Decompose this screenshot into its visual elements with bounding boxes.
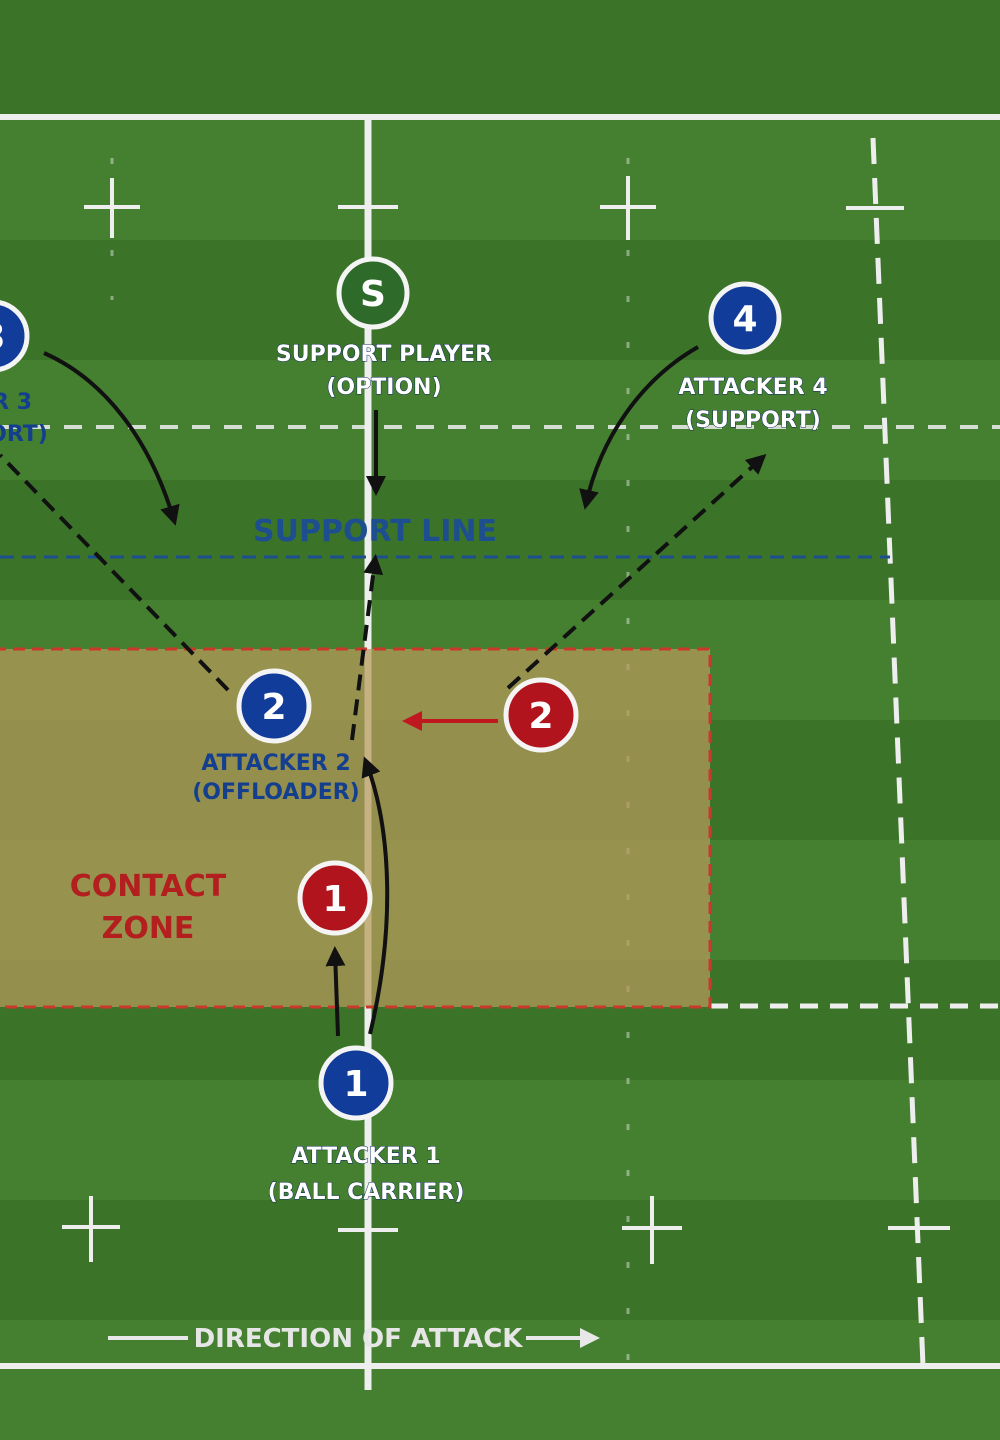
attacker3-label-line2: ORT) — [0, 422, 48, 447]
attacker3-glyph: 3 — [0, 317, 6, 358]
movement-arrows — [0, 345, 767, 1348]
player-attacker2[interactable]: 2 — [236, 668, 312, 744]
attacker2-label-line1: ATTACKER 2 — [201, 751, 350, 776]
cross-mark — [600, 176, 656, 240]
attacker2-label-line2: (OFFLOADER) — [192, 780, 359, 805]
attacker4-glyph: 4 — [732, 299, 757, 340]
attacker2-marker — [236, 668, 312, 744]
support-player-label-line1: SUPPORT PLAYER — [276, 342, 492, 367]
contact-zone-label-line2: ZONE — [102, 911, 195, 946]
cross-mark — [622, 1196, 682, 1264]
attacker1-glyph: 1 — [343, 1064, 368, 1105]
player-attacker3[interactable]: 3 — [0, 300, 30, 372]
arrow-defender2-to-attacker4 — [506, 453, 767, 690]
player-defender2[interactable]: 2 — [503, 677, 579, 753]
cross-mark — [62, 1196, 120, 1262]
player-attacker4[interactable]: 4 — [708, 281, 782, 355]
grass-stripe — [0, 1080, 1000, 1200]
player-support[interactable]: S — [336, 256, 410, 330]
attacker1-label-line1: ATTACKER 1 — [291, 1144, 440, 1169]
arrow-attacker1-run — [325, 946, 346, 1037]
support-player-glyph: S — [360, 274, 386, 315]
grass-stripe — [0, 360, 1000, 480]
right-dashed-sideline — [870, 137, 926, 1367]
player-attacker1[interactable]: 1 — [318, 1045, 394, 1121]
arrow-attacker2-to-attacker3 — [0, 453, 230, 692]
pitch-crosses — [62, 176, 950, 1264]
defender1-marker — [297, 860, 373, 936]
defender2-glyph: 2 — [528, 696, 553, 737]
defender1-glyph: 1 — [322, 879, 347, 920]
attacker4-label-line2: (SUPPORT) — [685, 408, 821, 433]
attacker4-label-line1: ATTACKER 4 — [678, 375, 827, 400]
direction-of-attack-label: DIRECTION OF ATTACK — [194, 1324, 524, 1354]
support-player-marker — [336, 256, 410, 330]
zone-labels: CONTACT ZONE SUPPORT LINE — [70, 514, 497, 946]
attacker3-marker — [0, 300, 30, 372]
contact-zone-label-line1: CONTACT — [70, 869, 227, 904]
arrow-attacker3-run — [43, 351, 180, 526]
arrow-attacker4-run — [579, 345, 699, 510]
attacker1-marker — [318, 1045, 394, 1121]
support-line-label: SUPPORT LINE — [253, 514, 497, 549]
player-labels: SUPPORT PLAYER (OPTION) ATTACKER 4 (SUPP… — [0, 342, 828, 1206]
arrow-attacker1-curve — [361, 756, 390, 1035]
defender2-marker — [503, 677, 579, 753]
player-defender1[interactable]: 1 — [297, 860, 373, 936]
attacker2-glyph: 2 — [261, 687, 286, 728]
cross-mark — [84, 178, 140, 238]
attacker3-label-line1: KER 3 — [0, 390, 32, 415]
attacker1-label-line2: (BALL CARRIER) — [268, 1180, 465, 1205]
grass-stripe — [0, 120, 1000, 240]
support-player-label-line2: (OPTION) — [326, 375, 441, 400]
attacker4-marker — [708, 281, 782, 355]
arrow-pass-to-support-line — [350, 554, 384, 741]
